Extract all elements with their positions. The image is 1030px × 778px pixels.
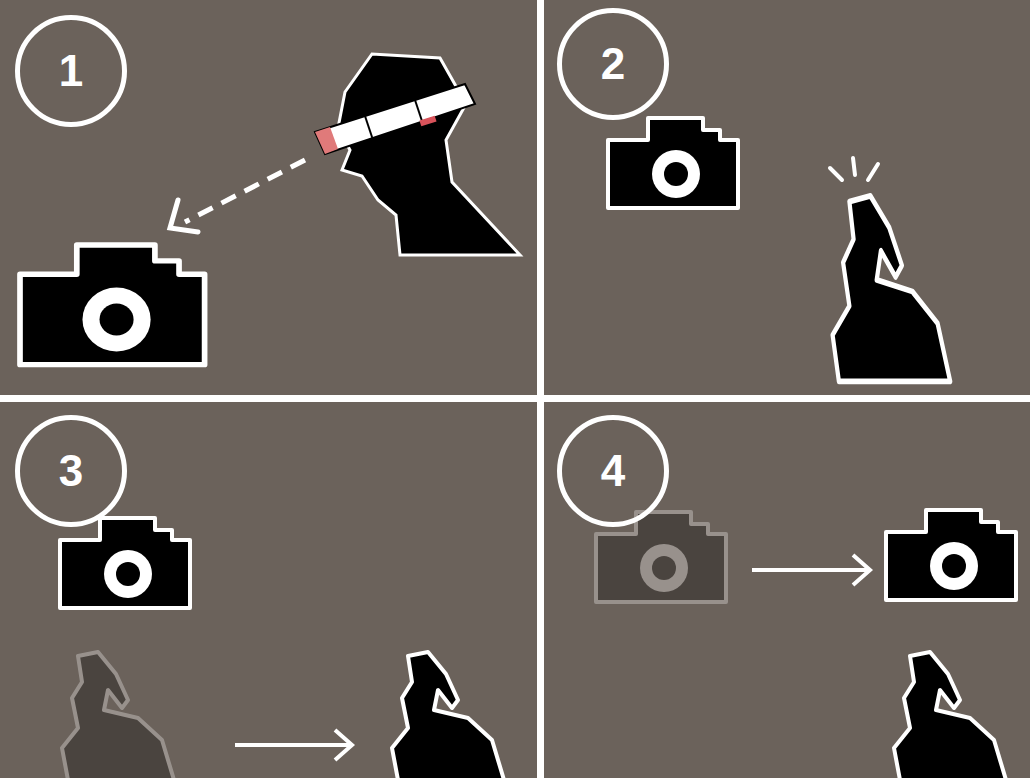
camera-icon: [886, 510, 1016, 600]
camera-icon: [20, 245, 205, 365]
hand-faded: [62, 652, 174, 778]
step-circle: 3: [15, 415, 127, 527]
camera-icon: [60, 518, 190, 608]
step-number: 1: [59, 49, 83, 93]
step-circle: 2: [557, 8, 669, 120]
gaze-arrow: [185, 160, 305, 222]
step-circle: 4: [557, 415, 669, 527]
camera-icon: [608, 118, 738, 208]
hand-icon: [894, 652, 1006, 778]
step-circle: 1: [15, 15, 127, 127]
step-number: 2: [601, 42, 625, 86]
arrow: [235, 743, 350, 747]
divider: [537, 0, 544, 778]
hand-icon: [833, 196, 951, 382]
step-number: 4: [601, 449, 625, 493]
headset: [315, 84, 475, 154]
arrow: [752, 568, 868, 572]
divider: [0, 395, 1030, 402]
step-number: 3: [59, 449, 83, 493]
head-silhouette: [338, 54, 520, 255]
hand-icon: [392, 652, 504, 778]
